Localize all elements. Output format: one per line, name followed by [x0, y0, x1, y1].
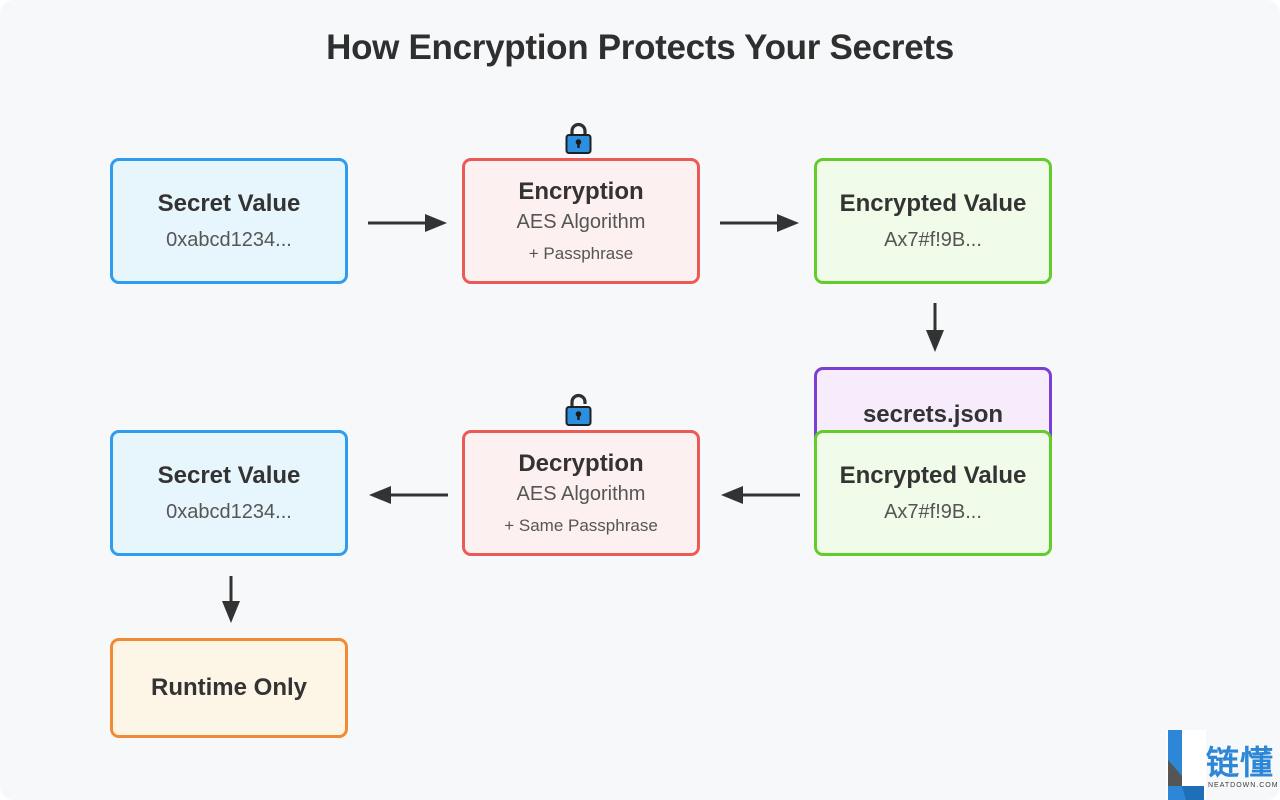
node-title: Secret Value: [157, 190, 301, 217]
arrow-encrypted-to-file: [926, 303, 944, 352]
node-title: secrets.json: [862, 401, 1004, 428]
brand-l-mark-icon: [1166, 730, 1206, 800]
node-title: Encrypted Value: [839, 462, 1027, 489]
node-title: Secret Value: [157, 462, 301, 489]
node-key: + Passphrase: [528, 244, 634, 263]
node-key: + Same Passphrase: [504, 516, 658, 535]
node-value: 0xabcd1234...: [166, 501, 292, 523]
diagram-title: How Encryption Protects Your Secrets: [326, 28, 954, 67]
arrow-encryption-to-encrypted: [720, 214, 799, 232]
stored-encrypted-value-node: Encrypted Value Ax7#f!9B...: [814, 430, 1052, 556]
node-algorithm: AES Algorithm: [516, 211, 646, 233]
node-value: 0xabcd1234...: [166, 229, 292, 251]
node-title: Decryption: [518, 450, 644, 477]
secret-value-node: Secret Value 0xabcd1234...: [110, 158, 348, 284]
arrow-secret-to-encryption: [368, 214, 447, 232]
encrypted-value-node: Encrypted Value Ax7#f!9B...: [814, 158, 1052, 284]
node-title: Runtime Only: [150, 674, 307, 701]
node-title: Encrypted Value: [839, 190, 1027, 217]
brand-name: 链懂: [1206, 743, 1274, 782]
runtime-only-node: Runtime Only: [110, 638, 348, 738]
node-title: Encryption: [518, 178, 644, 205]
node-algorithm: AES Algorithm: [516, 483, 646, 505]
node-value: Ax7#f!9B...: [884, 229, 982, 251]
decrypted-secret-value-node: Secret Value 0xabcd1234...: [110, 430, 348, 556]
node-value: Ax7#f!9B...: [884, 501, 982, 523]
locked-padlock-icon: [565, 122, 592, 154]
arrow-stored-to-decryption: [721, 486, 800, 504]
decryption-node: Decryption AES Algorithm + Same Passphra…: [462, 430, 700, 556]
encryption-node: Encryption AES Algorithm + Passphrase: [462, 158, 700, 284]
unlocked-padlock-icon: [565, 393, 592, 426]
watermark-logo: 链懂 NEATDOWN.COM: [1166, 730, 1280, 800]
brand-site: NEATDOWN.COM: [1208, 782, 1279, 789]
arrow-secret-to-runtime: [222, 576, 240, 623]
arrow-decryption-to-secret: [369, 486, 448, 504]
